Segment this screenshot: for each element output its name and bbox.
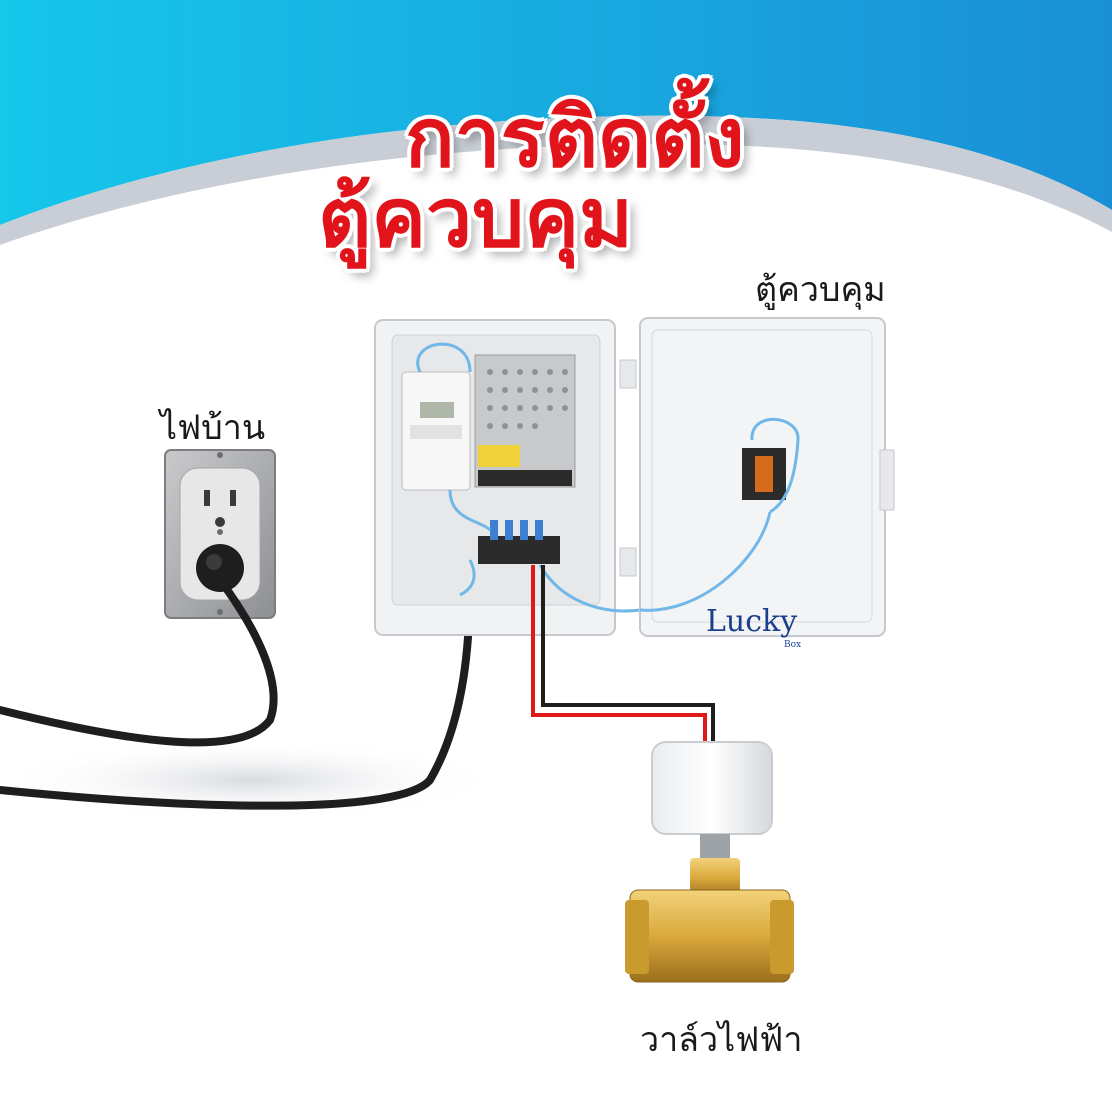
label-control-box: ตู้ควบคุม	[755, 270, 886, 310]
title-line-2: ตู้ควบคุม	[318, 171, 634, 266]
wall-outlet	[164, 449, 276, 619]
control-box-door	[639, 317, 895, 637]
power-cable	[0, 576, 474, 810]
header-banner	[0, 0, 1112, 245]
brand-logo: Lucky	[706, 604, 798, 639]
brand-logo-sub: Box	[784, 640, 802, 650]
title-line-1: การติดตั้ง	[405, 91, 745, 186]
control-box	[374, 319, 641, 636]
electric-valve	[625, 741, 794, 983]
label-electric-valve: วาล์วไฟฟ้า	[640, 1020, 803, 1060]
label-house-power: ไฟบ้าน	[160, 408, 266, 448]
valve-wires	[531, 565, 715, 745]
